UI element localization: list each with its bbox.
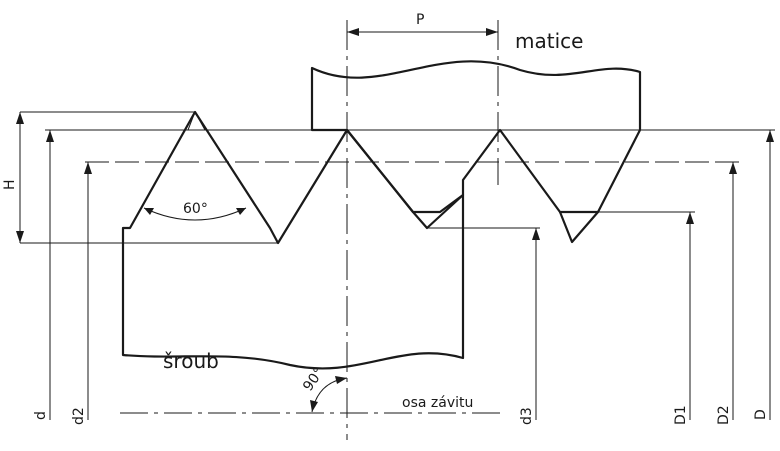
label-d2: d2 xyxy=(71,407,87,425)
label-d: d xyxy=(33,411,49,420)
label-d3: d3 xyxy=(519,407,535,425)
pitch-dimension xyxy=(346,20,499,440)
nut-body xyxy=(310,60,642,214)
dimension-lines xyxy=(16,112,774,420)
label-D1: D1 xyxy=(673,405,689,425)
label-D: D xyxy=(753,409,769,420)
label-60deg: 60° xyxy=(183,201,208,217)
label-sroub: šroub xyxy=(163,349,219,373)
label-D2: D2 xyxy=(716,405,732,425)
label-axis: osa závitu xyxy=(402,395,473,411)
label-P: P xyxy=(416,12,424,28)
label-matice: matice xyxy=(515,29,583,53)
level-lines xyxy=(20,111,775,414)
angle-60-arc xyxy=(143,207,247,221)
bolt-body xyxy=(121,110,465,370)
label-H: H xyxy=(2,179,18,190)
nut-tooth-tip xyxy=(558,211,599,244)
angle-90-arc xyxy=(310,376,348,413)
